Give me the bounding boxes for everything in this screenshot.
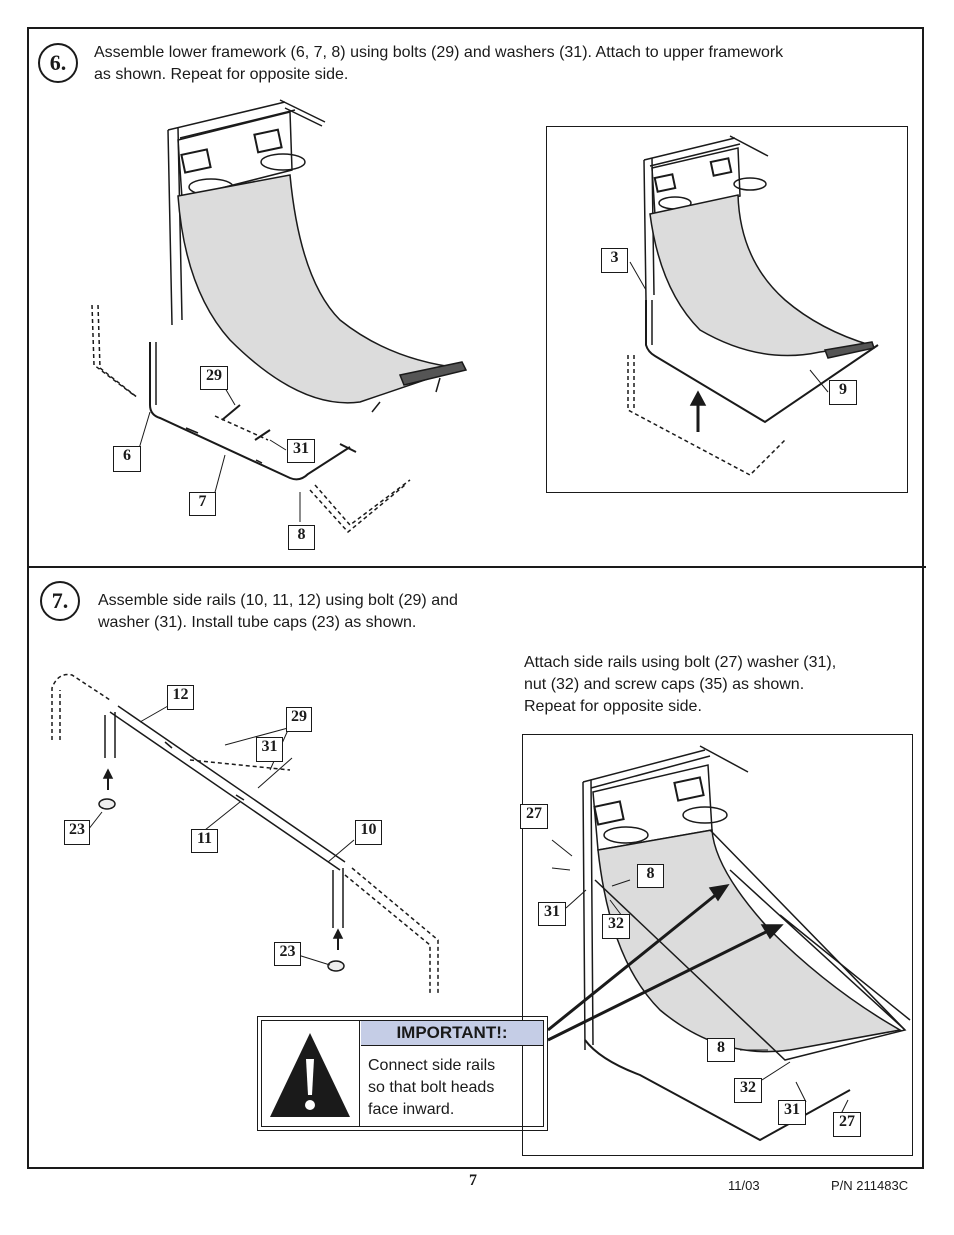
callout-11: 11 [191, 829, 218, 853]
callout-10: 10 [355, 820, 382, 845]
footer-part-number: P/N 211483C [831, 1178, 909, 1193]
callout-31: 31 [287, 439, 315, 463]
callout-12: 12 [167, 685, 194, 710]
step7-inset [522, 734, 913, 1156]
step-7-text-line1: Assemble side rails (10, 11, 12) using b… [98, 592, 458, 609]
important-line3: face inward. [368, 1101, 455, 1118]
footer-date: 11/03 [728, 1178, 760, 1193]
section-divider [27, 566, 926, 568]
step-6-text-line1: Assemble lower framework (6, 7, 8) using… [94, 44, 784, 61]
warning-triangle-icon [270, 1033, 350, 1117]
callout-31-step7: 31 [256, 737, 283, 762]
inset-callout-31-bottom: 31 [778, 1100, 806, 1125]
step7-side-rails [104, 705, 346, 928]
important-line1: Connect side rails [368, 1057, 496, 1074]
step6-net [177, 174, 461, 404]
step-6-number: 6. [38, 43, 78, 83]
callout-23-left: 23 [64, 820, 90, 845]
attach-text-line2: nut (32) and screw caps (35) as shown. [524, 676, 805, 693]
inset-callout-9: 9 [829, 380, 857, 405]
callout-6: 6 [113, 446, 141, 472]
callout-29: 29 [200, 366, 228, 390]
important-heading: IMPORTANT!: [361, 1021, 543, 1046]
step-7-text-line2: washer (31). Install tube caps (23) as s… [98, 614, 417, 631]
warning-icon-cell [262, 1021, 360, 1126]
page-frame [27, 27, 924, 1169]
important-notice: IMPORTANT!: Connect side rails so that b… [257, 1016, 548, 1131]
inset-callout-27-bottom: 27 [833, 1112, 861, 1137]
inset-callout-3: 3 [601, 248, 628, 273]
inset-callout-32-bottom: 32 [734, 1078, 762, 1103]
step6-lower-framework [149, 342, 357, 481]
inset-callout-31-top: 31 [538, 902, 566, 926]
important-text: Connect side rails so that bolt heads fa… [368, 1055, 495, 1121]
step6-inset [546, 126, 908, 493]
callout-23-right: 23 [274, 942, 301, 966]
callout-7: 7 [189, 492, 216, 516]
inset-callout-32-top: 32 [602, 914, 630, 939]
step6-upper-framework [167, 99, 326, 326]
inset-callout-27-top: 27 [520, 804, 548, 829]
inset-callout-8-top: 8 [637, 864, 664, 888]
step-6-text-line2: as shown. Repeat for opposite side. [94, 66, 349, 83]
callout-29-step7: 29 [286, 707, 312, 732]
inset-callout-8-bottom: 8 [707, 1038, 735, 1062]
step-7-number: 7. [40, 581, 80, 621]
important-line2: so that bolt heads [368, 1079, 495, 1096]
step6-dashed-parts [91, 304, 411, 534]
attach-text-line1: Attach side rails using bolt (27) washer… [524, 654, 837, 671]
step6-inset-art [643, 135, 879, 432]
attach-text-line3: Repeat for opposite side. [524, 698, 702, 715]
page-number: 7 [469, 1172, 477, 1189]
callout-8: 8 [288, 525, 315, 550]
